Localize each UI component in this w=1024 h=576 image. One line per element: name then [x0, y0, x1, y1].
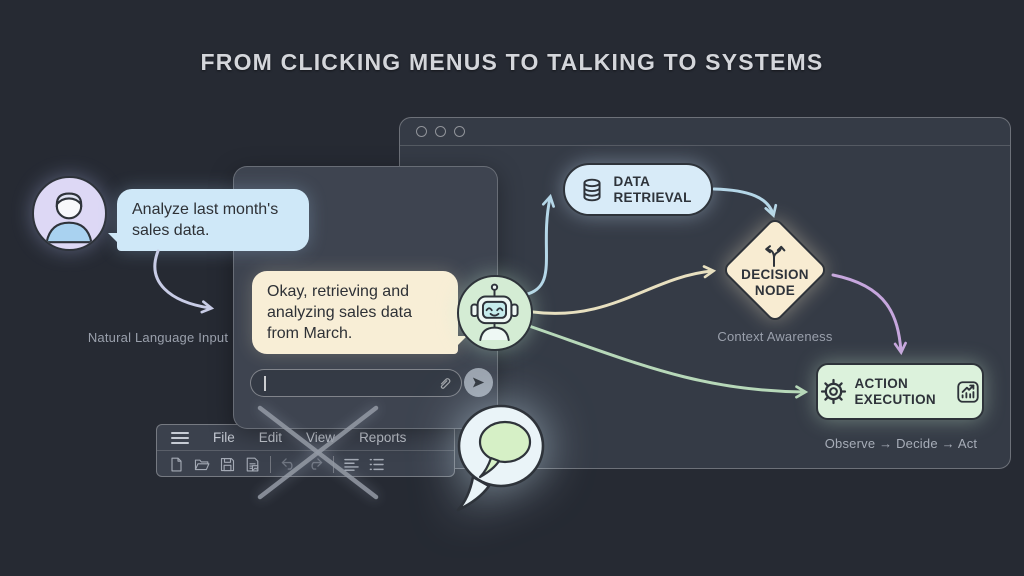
send-button[interactable]	[464, 368, 493, 397]
gear-icon	[820, 378, 846, 405]
toolbar-row	[157, 451, 454, 476]
paperclip-icon[interactable]	[437, 376, 452, 391]
node-data-retrieval[interactable]: DATA RETRIEVAL	[563, 163, 713, 216]
database-icon	[582, 178, 601, 201]
assistant-message-bubble: Okay, retrieving and analyzing sales dat…	[252, 271, 467, 355]
menu-item-view[interactable]: View	[306, 430, 336, 445]
window-control-icon[interactable]	[454, 126, 465, 137]
window-control-icon[interactable]	[416, 126, 427, 137]
user-message-bubble: Analyze last month's sales data.	[108, 189, 309, 252]
save-icon[interactable]	[220, 457, 235, 472]
align-left-icon[interactable]	[344, 458, 359, 471]
node-label: DATA RETRIEVAL	[613, 173, 692, 205]
bubble-tail	[455, 336, 467, 349]
menu-row: File Edit View Reports	[157, 425, 454, 451]
export-doc-icon[interactable]	[245, 457, 260, 472]
menu-item-reports[interactable]: Reports	[359, 430, 407, 445]
bubble-tail	[108, 233, 120, 246]
user-avatar	[32, 176, 107, 251]
speech-bubble-icon	[456, 404, 545, 512]
toolbar-divider	[270, 455, 271, 473]
node-label: DECISION NODE	[741, 267, 809, 298]
redo-icon[interactable]	[307, 457, 323, 471]
text-cursor	[264, 375, 266, 391]
assistant-message-text: Okay, retrieving and analyzing sales dat…	[267, 283, 412, 343]
chart-icon	[956, 380, 979, 403]
node-label: ACTION EXECUTION	[854, 375, 936, 407]
decision-caption: Context Awareness	[717, 329, 833, 344]
menu-item-edit[interactable]: Edit	[258, 430, 283, 445]
robot-icon	[470, 283, 519, 341]
branch-icon	[765, 245, 786, 268]
person-icon	[45, 192, 93, 244]
undo-icon[interactable]	[281, 457, 297, 471]
open-folder-icon[interactable]	[194, 457, 210, 472]
node-action-execution[interactable]: ACTION EXECUTION	[816, 363, 984, 420]
window-control-icon[interactable]	[435, 126, 446, 137]
menu-item-file[interactable]: File	[213, 430, 235, 445]
hamburger-icon[interactable]	[171, 431, 189, 445]
list-icon[interactable]	[369, 458, 384, 471]
node-decision-content: DECISION NODE	[727, 237, 823, 305]
robot-avatar	[457, 275, 533, 351]
natural-language-label: Natural Language Input	[87, 330, 229, 345]
cross-out-x	[257, 405, 379, 500]
chat-input[interactable]	[250, 369, 462, 397]
legacy-menu-bar: File Edit View Reports	[156, 424, 455, 477]
page-title: FROM CLICKING MENUS TO TALKING TO SYSTEM…	[200, 49, 824, 75]
arrow-user-to-chat	[153, 249, 215, 314]
user-message-text: Analyze last month's sales data.	[132, 201, 279, 240]
action-caption: Observe → Decide → Act	[824, 436, 978, 451]
send-icon	[472, 377, 485, 388]
window-titlebar	[400, 118, 1010, 146]
new-file-icon[interactable]	[169, 457, 184, 472]
